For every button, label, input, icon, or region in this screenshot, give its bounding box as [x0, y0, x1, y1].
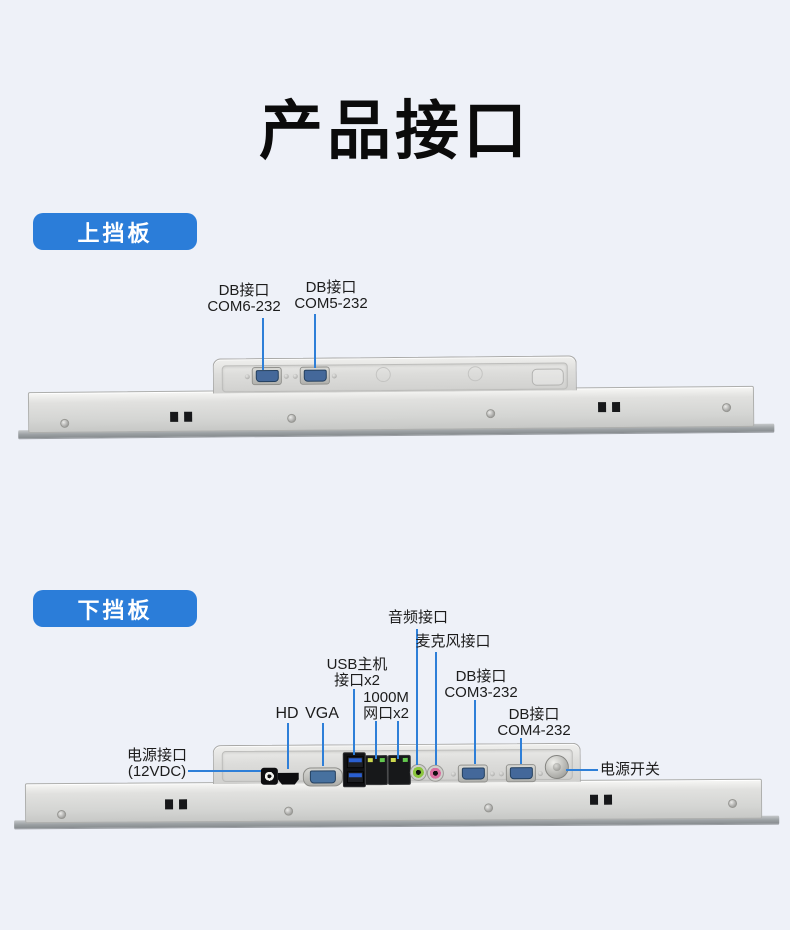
- callout-usb: USB主机 接口x2: [326, 656, 388, 690]
- callout-com4-line1: DB接口: [508, 706, 560, 723]
- usb-port-slot: [346, 756, 364, 769]
- leader-line-power-in: [188, 770, 261, 772]
- leader-line-com5: [314, 314, 316, 368]
- callout-com3-line2: COM3-232: [444, 684, 518, 702]
- usb-port-slot: [346, 771, 364, 784]
- callout-usb-line1: USB主机: [326, 656, 388, 673]
- leader-line-com4: [520, 738, 522, 764]
- leader-line-usb: [353, 689, 355, 755]
- callout-vga: VGA: [305, 705, 339, 722]
- vent-slot: [165, 799, 174, 810]
- callout-power-in: 电源接口 (12VDC): [126, 747, 188, 781]
- callout-mic: 麦克风接口: [415, 633, 491, 650]
- vga-dsub: [309, 770, 336, 784]
- panel-screw-icon: [57, 810, 67, 820]
- db9-screw-icon: [450, 771, 456, 777]
- callout-com6-line1: DB接口: [218, 282, 270, 299]
- leader-line-hd: [287, 723, 289, 769]
- ethernet-port-2-icon: [387, 754, 411, 786]
- db9-shell: [505, 764, 536, 783]
- callout-com5: DB接口 COM5-232: [294, 279, 368, 313]
- power-switch-button-icon: [544, 754, 569, 780]
- lan-led-icon: [402, 757, 408, 762]
- callout-audio-line1: 音频接口: [387, 609, 449, 626]
- dc-power-jack-icon: [260, 767, 278, 785]
- panel-screw-icon: [284, 806, 294, 816]
- callout-lan-line1: 1000M: [363, 689, 409, 706]
- db9-com4-connector-icon: [498, 764, 543, 783]
- callout-power-switch-line1: 电源开关: [600, 761, 661, 778]
- leader-line-com6: [262, 318, 264, 370]
- leader-line-lan1: [375, 721, 377, 759]
- callout-hd: HD: [275, 705, 298, 722]
- callout-com3: DB接口 COM3-232: [444, 668, 518, 702]
- lan-led-icon: [390, 757, 396, 763]
- db9-dsub: [509, 767, 533, 780]
- lan-led-icon: [367, 758, 373, 763]
- microphone-jack-icon: [426, 764, 444, 782]
- vent-slot: [179, 799, 188, 810]
- vent-slot: [590, 794, 599, 805]
- vga-port-icon: [302, 767, 343, 787]
- db9-screw-icon: [537, 770, 543, 776]
- vent-slot: [604, 794, 613, 805]
- leader-line-mic: [435, 652, 437, 765]
- callout-com5-line2: COM5-232: [294, 295, 368, 313]
- leader-line-power-switch: [566, 769, 598, 771]
- db9-dsub: [461, 767, 485, 780]
- callout-power-switch: 电源开关: [600, 761, 661, 778]
- callout-usb-line2: 接口x2: [334, 672, 380, 690]
- panel-screw-icon: [728, 798, 738, 808]
- callout-mic-line1: 麦克风接口: [415, 633, 491, 650]
- db9-screw-icon: [489, 770, 495, 776]
- callout-com4: DB接口 COM4-232: [497, 706, 571, 740]
- callout-power-in-line1: 电源接口: [126, 747, 188, 764]
- callout-com6-line2: COM6-232: [207, 298, 281, 316]
- bottom-panel-body: [24, 778, 763, 824]
- callout-com6: DB接口 COM6-232: [207, 282, 281, 316]
- callout-power-in-line2: (12VDC): [127, 763, 187, 781]
- leader-line-vga: [322, 723, 324, 766]
- callout-com5-line1: DB接口: [305, 279, 357, 296]
- ethernet-port-1-icon: [364, 755, 388, 786]
- callout-com3-line1: DB接口: [455, 668, 507, 685]
- leader-line-com3: [474, 700, 476, 764]
- callout-lan: 1000M 网口x2: [363, 689, 409, 723]
- top-panel-tag: 上挡板: [33, 213, 197, 250]
- audio-line-out-jack-icon: [409, 763, 427, 781]
- panel-screw-icon: [484, 803, 494, 813]
- hdmi-port-icon: [278, 773, 299, 785]
- db9-screw-icon: [498, 770, 504, 776]
- db9-shell: [457, 764, 488, 783]
- lan-led-icon: [379, 758, 385, 763]
- db9-com3-connector-icon: [450, 764, 495, 783]
- usb3-dual-port-icon: [342, 752, 366, 788]
- leader-line-lan2: [397, 721, 399, 759]
- callout-hd-line1: HD: [275, 705, 299, 722]
- bottom-panel-tag: 下挡板: [33, 590, 197, 627]
- page-title: 产品接口: [259, 95, 531, 167]
- callout-com4-line2: COM4-232: [497, 722, 571, 740]
- callout-vga-line1: VGA: [305, 705, 339, 722]
- callout-lan-line2: 网口x2: [363, 705, 409, 723]
- callout-audio: 音频接口: [387, 609, 449, 626]
- leader-line-audio: [416, 629, 418, 765]
